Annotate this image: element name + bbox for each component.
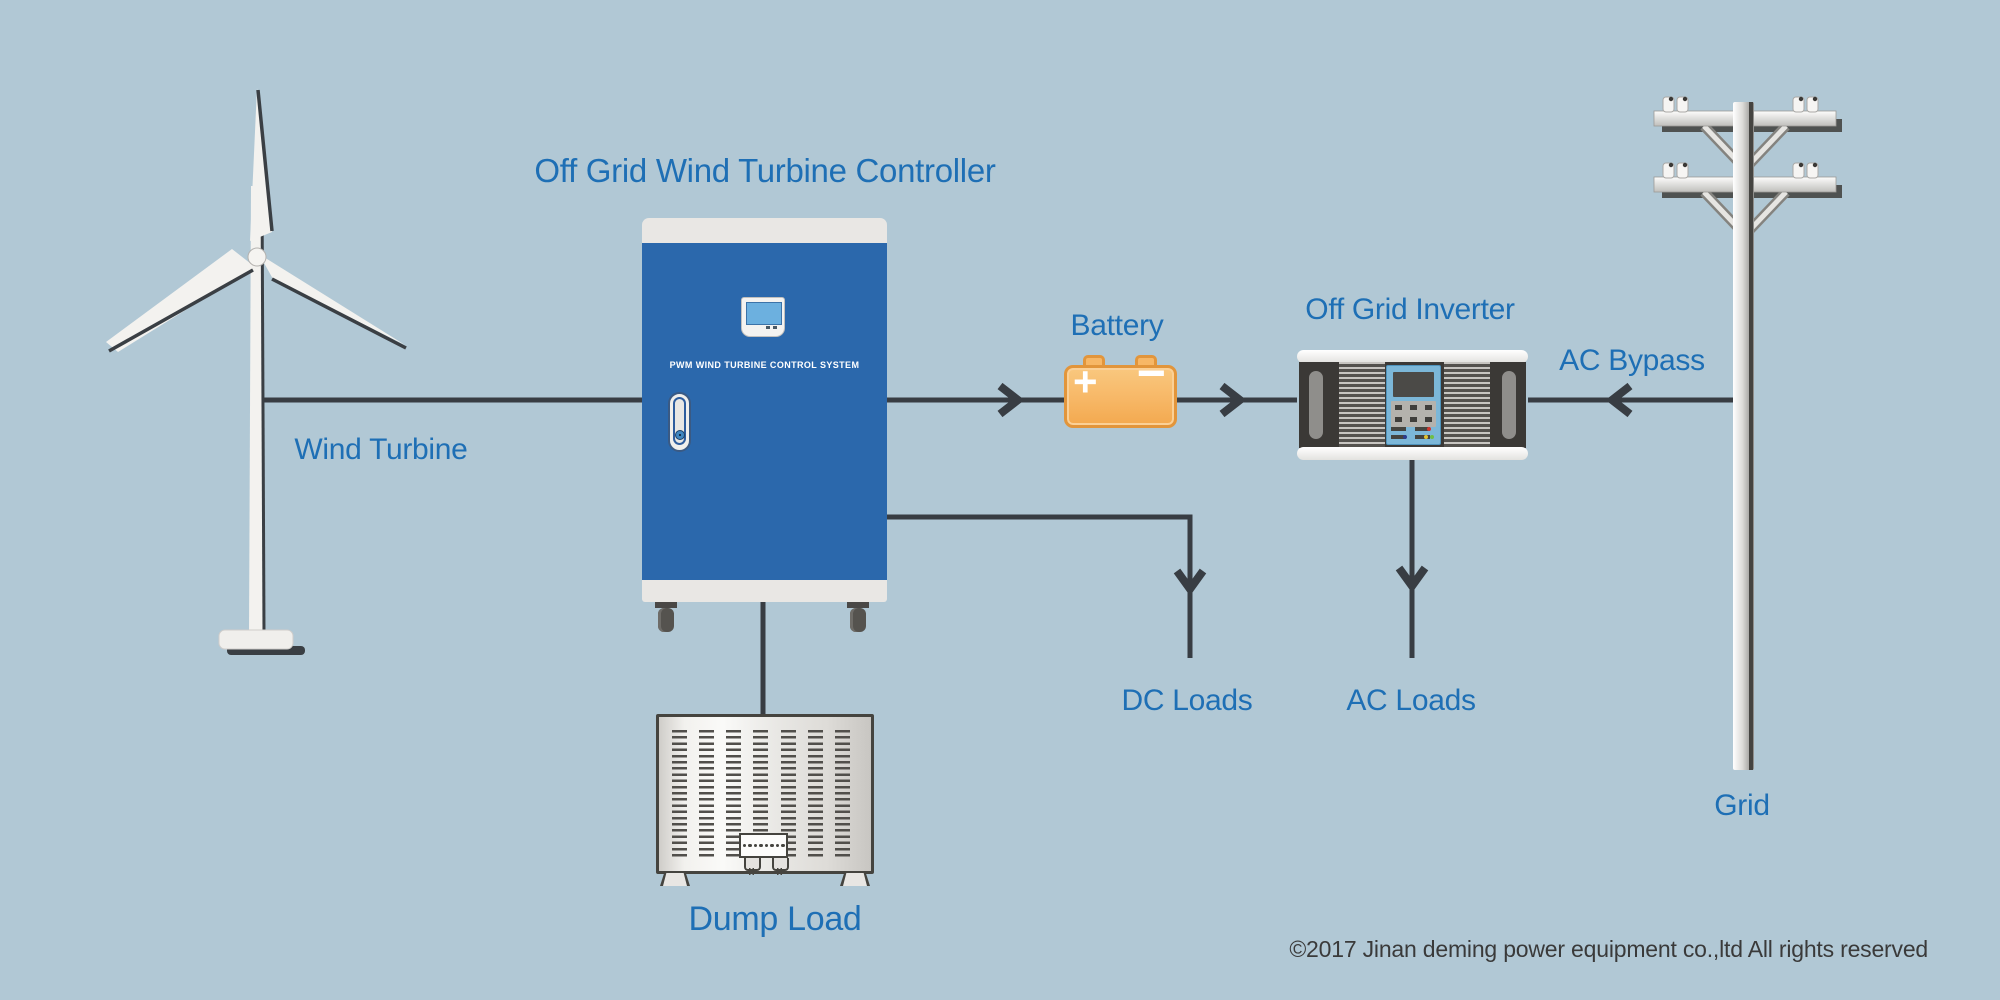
wind-turbine-label: Wind Turbine xyxy=(294,433,468,466)
controller-title: Off Grid Wind Turbine Controller xyxy=(534,152,996,189)
inverter-label: Off Grid Inverter xyxy=(1305,293,1515,326)
dump-load-foot xyxy=(660,871,690,886)
dump-load-illustration xyxy=(656,714,874,890)
cabinet-display-icon xyxy=(741,297,785,337)
inverter-bottom-rail xyxy=(1297,447,1528,460)
arrow-to-battery-icon xyxy=(997,382,1025,418)
caster-wheel-icon xyxy=(847,602,869,632)
wind-turbine-illustration xyxy=(106,88,407,655)
connector-plug-icon xyxy=(744,858,761,875)
controller-cabinet: PWM WIND TURBINE CONTROL SYSTEM xyxy=(642,218,887,634)
ac-loads-label: AC Loads xyxy=(1346,684,1476,717)
inverter-vent-grille xyxy=(1339,362,1385,448)
inverter-keypad xyxy=(1391,401,1436,427)
arrow-to-inverter-icon xyxy=(1219,382,1247,418)
battery-label: Battery xyxy=(1070,309,1164,342)
cabinet-button xyxy=(766,326,770,329)
terminal-block-icon xyxy=(739,833,788,858)
wire-lines xyxy=(256,397,1733,714)
dump-load-label: Dump Load xyxy=(688,900,862,938)
cabinet-base xyxy=(642,580,887,602)
inverter-control-panel xyxy=(1386,365,1441,445)
dump-load-foot xyxy=(840,871,870,886)
cabinet-handle-icon xyxy=(668,392,691,452)
battery-illustration: + − xyxy=(1064,348,1177,428)
arrow-dc-loads-icon xyxy=(1173,568,1207,596)
battery-plus-sign: + xyxy=(1073,358,1098,405)
cabinet-button xyxy=(773,326,777,329)
copyright-notice: ©2017 Jinan deming power equipment co.,l… xyxy=(1289,936,1928,962)
inverter-led-indicators xyxy=(1391,427,1436,441)
grid-label: Grid xyxy=(1714,789,1770,822)
inverter-illustration xyxy=(1297,350,1528,460)
cabinet-lock-icon xyxy=(675,430,685,440)
cabinet-screen xyxy=(746,302,782,325)
inverter-handle-icon xyxy=(1502,371,1516,439)
dc-loads-label: DC Loads xyxy=(1121,684,1253,717)
cabinet-top-panel xyxy=(642,218,887,243)
inverter-vent-grille xyxy=(1444,362,1490,448)
connector-plug-icon xyxy=(772,858,789,875)
inverter-handle-icon xyxy=(1309,371,1323,439)
cabinet-model-text: PWM WIND TURBINE CONTROL SYSTEM xyxy=(669,360,860,370)
inverter-body xyxy=(1299,362,1526,448)
utility-pole-illustration xyxy=(1653,96,1842,770)
arrow-ac-loads-icon xyxy=(1395,565,1429,593)
inverter-top-rail xyxy=(1297,350,1528,363)
ac-bypass-label: AC Bypass xyxy=(1559,344,1705,377)
battery-body xyxy=(1064,365,1177,428)
insulators-icon xyxy=(1662,96,1819,179)
battery-minus-sign: − xyxy=(1136,345,1166,401)
arrow-ac-bypass-icon xyxy=(1605,382,1633,418)
inverter-screen xyxy=(1393,372,1434,397)
caster-wheel-icon xyxy=(655,602,677,632)
